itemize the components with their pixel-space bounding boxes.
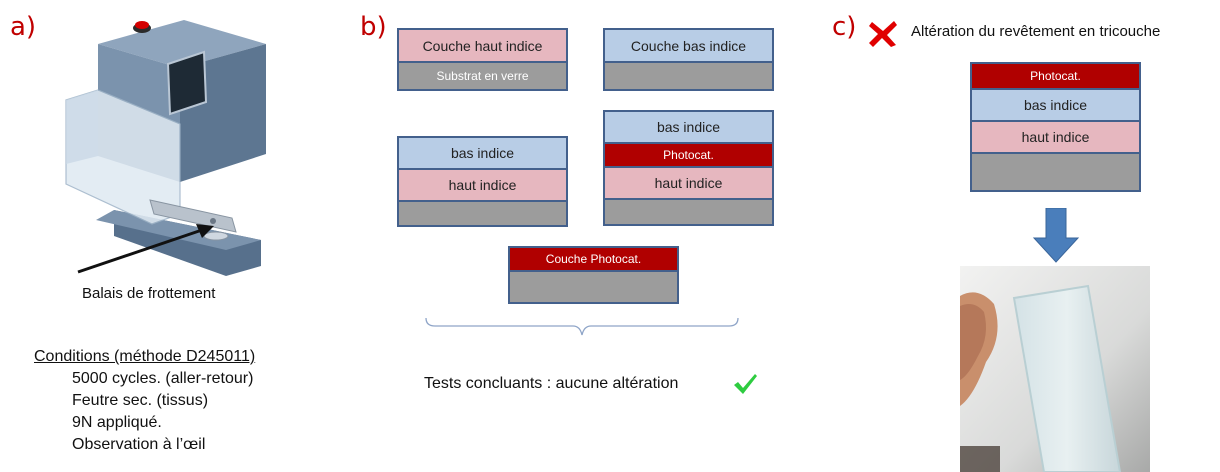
conclusion-text: Tests concluants : aucune altération [424,375,679,392]
layer-low-index: bas indice [605,112,772,142]
conditions-list: 5000 cycles. (aller-retour) Feutre sec. … [34,368,255,456]
layer-photocat: Photocat. [605,144,772,166]
down-arrow-icon [1032,208,1080,263]
layer-substrate [399,202,566,225]
condition-item: 9N appliqué. [72,414,162,431]
layer-substrate [972,154,1139,190]
test-conditions: Conditions (méthode D245011) 5000 cycles… [34,346,255,456]
layer-high-index: haut indice [972,122,1139,152]
damaged-sample-photo [960,266,1150,472]
alteration-title: Altération du revêtement en tricouche [911,23,1161,40]
stack-photocat-on-glass: Couche Photocat. [508,246,679,304]
brush-caption: Balais de frottement [82,285,216,302]
stack-high-on-glass: Couche haut indice Substrat en verre [397,28,568,91]
abrasion-tester-image [65,20,266,276]
layer-substrate [510,272,677,302]
condition-item: Feutre sec. (tissus) [72,392,209,409]
condition-item: 5000 cycles. (aller-retour) [72,370,254,387]
layer-low-index: Couche bas indice [605,30,772,61]
stack-low-on-glass: Couche bas indice [603,28,774,91]
layer-high-index: haut indice [399,170,566,200]
layer-substrate [605,63,772,89]
condition-item: Observation à l’œil [72,436,206,453]
panel-label-c: c) [832,12,857,42]
layer-low-index: bas indice [972,90,1139,120]
stack-photocat-middle: bas indice Photocat. haut indice [603,110,774,226]
grouping-brace [425,317,739,336]
layer-high-index: haut indice [605,168,772,198]
layer-photocat: Photocat. [972,64,1139,88]
check-icon [734,374,757,394]
layer-photocat: Couche Photocat. [510,248,677,270]
stack-tricouche: Photocat. bas indice haut indice [970,62,1141,192]
conditions-title: Conditions (méthode D245011) [34,348,256,365]
layer-substrate [605,200,772,224]
layer-low-index: bas indice [399,138,566,168]
stack-bilayer: bas indice haut indice [397,136,568,227]
layer-glass-substrate: Substrat en verre [399,63,566,89]
panel-label-b: b) [360,12,387,42]
cross-icon [869,21,897,47]
layer-high-index: Couche haut indice [399,30,566,61]
panel-label-a: a) [10,12,37,42]
